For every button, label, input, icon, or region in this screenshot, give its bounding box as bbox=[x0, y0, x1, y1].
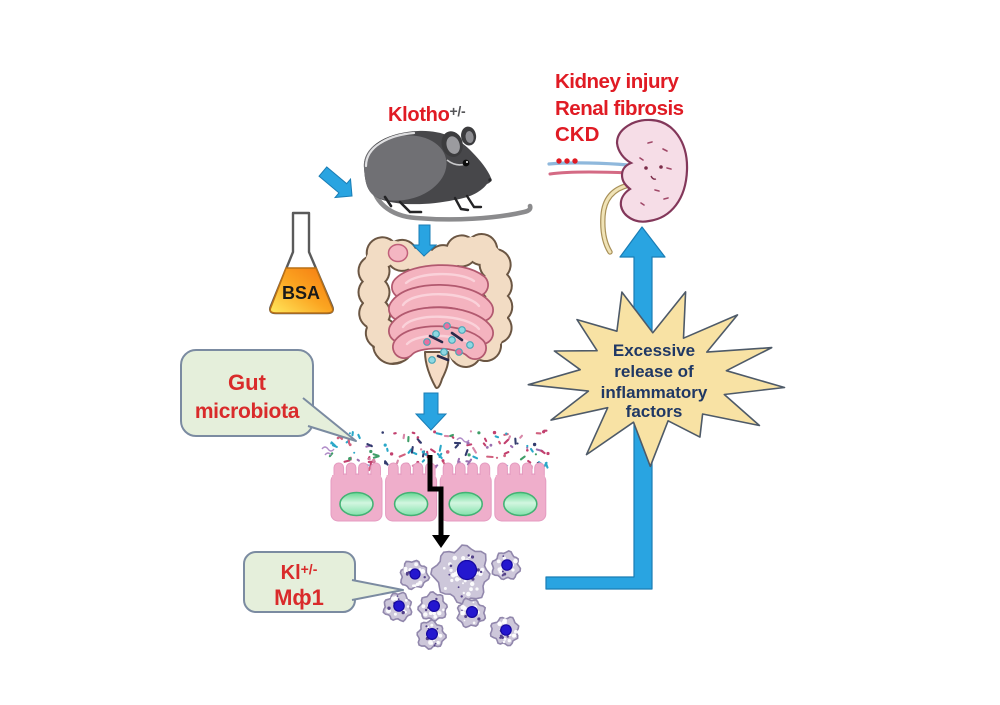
svg-text:inflammatory: inflammatory bbox=[601, 383, 708, 402]
svg-text:Gut: Gut bbox=[228, 370, 267, 395]
svg-text:Klotho+/-: Klotho+/- bbox=[388, 103, 466, 126]
svg-text:release of: release of bbox=[614, 362, 694, 381]
svg-text:Kidney injury: Kidney injury bbox=[555, 70, 679, 93]
svg-text:microbiota: microbiota bbox=[195, 400, 300, 423]
svg-text:Excessive: Excessive bbox=[613, 341, 695, 360]
svg-text:Mф1: Mф1 bbox=[274, 585, 324, 610]
svg-text:BSA: BSA bbox=[282, 283, 320, 303]
svg-text:factors: factors bbox=[626, 402, 683, 421]
svg-text:CKD: CKD bbox=[555, 123, 599, 146]
svg-text:Renal fibrosis: Renal fibrosis bbox=[555, 97, 684, 120]
